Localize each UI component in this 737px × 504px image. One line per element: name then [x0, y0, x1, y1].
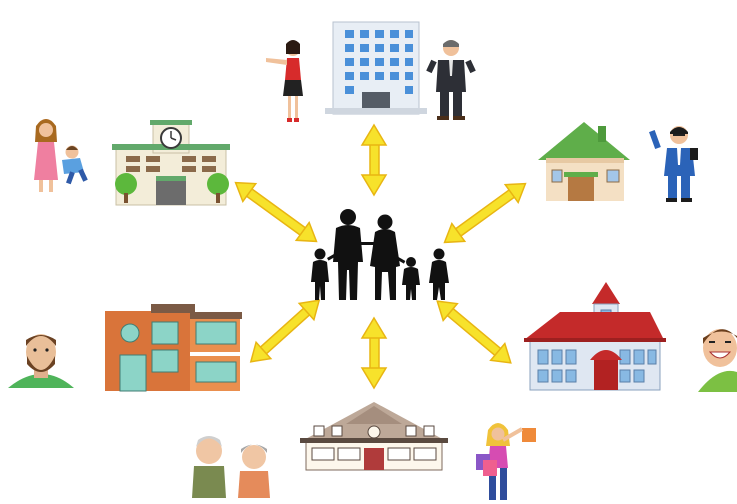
house-icon: [538, 122, 630, 201]
smiling-boy-icon: [698, 329, 737, 392]
family-silhouette-icon: [311, 209, 449, 300]
mansion-icon: [300, 402, 448, 471]
shopping-woman-icon: [476, 423, 536, 500]
church-hall-icon: [524, 282, 666, 391]
connection-arrows: [234, 123, 527, 390]
arrow-upper-right: [443, 182, 527, 244]
businessman-icon: [426, 40, 476, 120]
arrow-up: [360, 123, 388, 197]
woman-presenting-icon: [266, 40, 303, 122]
elderly-couple-icon: [192, 436, 270, 498]
office-building-icon: [325, 21, 427, 115]
school-icon: [112, 120, 230, 206]
bearded-man-icon: [8, 334, 74, 388]
arrow-lower-left: [249, 299, 321, 363]
apartment-block-icon: [105, 304, 242, 392]
arrow-lower-right: [436, 300, 512, 364]
arrow-upper-left: [234, 181, 318, 243]
mother-and-child-icon: [34, 119, 88, 192]
man-in-suit-icon: [649, 126, 698, 202]
arrow-down: [360, 316, 388, 390]
